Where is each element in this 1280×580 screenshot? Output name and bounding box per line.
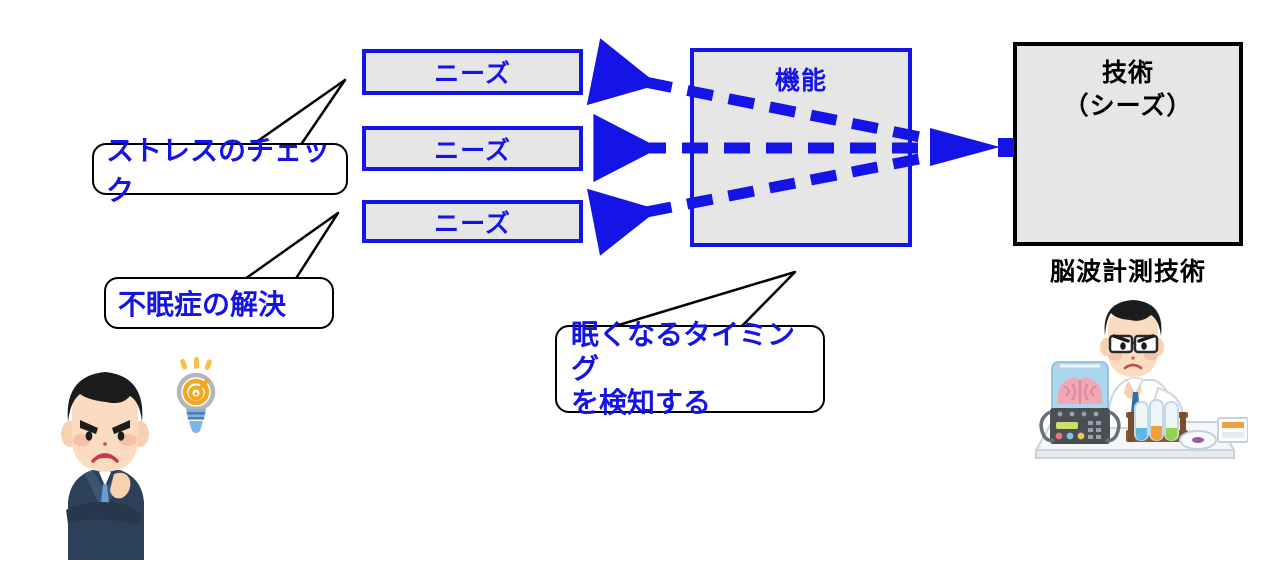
callout-sleep-timing: 眠くなるタイミング を検知する	[555, 318, 825, 419]
technology-box-line2: （シーズ）	[1063, 91, 1193, 120]
needs-box-3: ニーズ	[362, 200, 583, 243]
technology-box: 技術 （シーズ）	[1013, 42, 1243, 246]
needs-box-1-label: ニーズ	[434, 59, 511, 88]
technology-box-label: 技術 （シーズ）	[1064, 56, 1193, 122]
technology-box-line1: 技術	[1101, 58, 1154, 87]
lightbulb-idea-illustration	[176, 357, 216, 433]
callout-sleep-timing-line1: 眠くなるタイミング	[571, 317, 796, 385]
scientist-brain-research-illustration	[1034, 300, 1248, 459]
needs-box-1: ニーズ	[362, 49, 583, 95]
callout-stress-check-text: ストレスのチェック	[106, 134, 331, 207]
callout-sleep-timing-text: 眠くなるタイミング を検知する	[571, 318, 809, 420]
callout-sleep-timing-line2: を検知する	[571, 386, 712, 420]
technology-caption: 脳波計測技術	[1049, 257, 1206, 286]
needs-box-2-label: ニーズ	[434, 135, 511, 165]
arrowheads-into-technology-box	[930, 128, 1014, 166]
callout-insomnia-solution: 不眠症の解決	[104, 277, 334, 329]
callout-stress-check: ストレスのチェック	[92, 134, 348, 207]
function-box-label: 機能	[774, 66, 827, 95]
callout-insomnia-solution-text: 不眠症の解決	[118, 288, 287, 321]
callout-tail-insomnia	[243, 211, 340, 282]
thinking-businessman-illustration	[61, 372, 149, 560]
needs-box-2: ニーズ	[362, 126, 583, 171]
needs-box-3-label: ニーズ	[434, 208, 511, 238]
function-box: 機能	[690, 48, 912, 247]
